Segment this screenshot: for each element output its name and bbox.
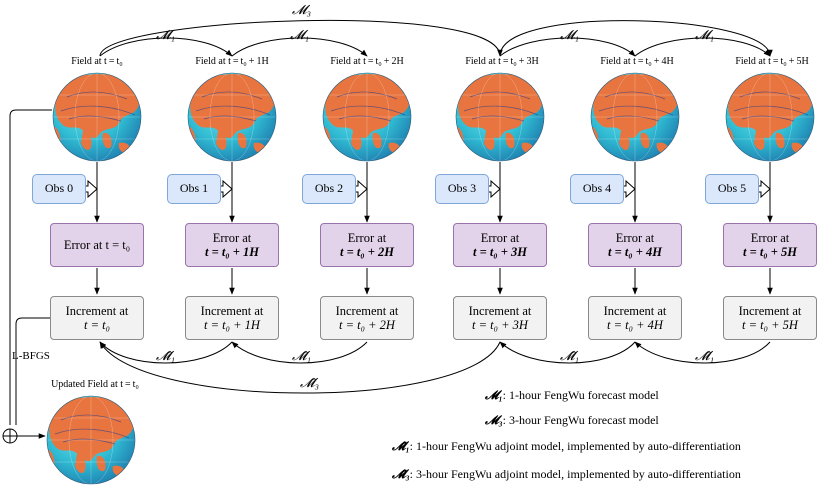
error-box-2-line1: Error at [347,230,387,245]
increment-box-5-line1: Increment at [738,303,802,318]
lbfgs-loop [2,109,52,444]
legend-symbol-m1: 𝓜₁ [485,388,503,402]
m1-adjoint-arrow-2-1 [231,341,368,364]
field-label-t1: Field at t = t₀ + 1H [195,56,269,67]
obs-box-4: Obs 4 [570,174,624,204]
error-box-3: Error at t = t₀ + 3H [453,223,547,267]
adjoint-arrows [99,341,771,394]
legend-text-m1: : 1-hour FengWu forecast model [502,388,659,402]
error-box-5-line2: t = t₀ + 5H [742,245,798,259]
m1-forward-label-4: 𝓜₁ [695,27,715,42]
error-box-3-line2: t = t₀ + 3H [472,245,528,259]
legend-row-m1: 𝓜₁: 1-hour FengWu forecast model [485,388,659,403]
field-label-t3: Field at t = t₀ + 3H [465,56,539,67]
vertical-arrows [94,162,773,295]
globe-field-t3 [454,73,544,161]
m3-adjoint-arrow-3-0 [99,341,501,394]
field-label-t4: Field at t = t₀ + 4H [600,56,674,67]
increment-box-3-line2: t = t₀ + 3H [472,318,528,332]
globe-field-t0 [51,73,141,161]
m1-adjoint-label-4: 𝓜̂₁ [695,348,715,363]
field-label-t5: Field at t = t₀ + 5H [735,56,809,67]
m1-adjoint-label-0: 𝓜̂₁ [156,348,176,363]
m1-forward-arrow-3-4 [499,37,636,57]
obs-box-0: Obs 0 [32,174,86,204]
error-box-1-line2: t = t₀ + 1H [204,245,260,259]
error-box-1: Error at t = t₀ + 1H [185,223,279,267]
increment-box-0: Increment at t = t₀ [50,296,144,340]
increment-box-2: Increment at t = t₀ + 2H [320,296,414,340]
m1-forward-arrow-0-1 [99,37,233,57]
increment-box-1-line2: t = t₀ + 1H [204,318,260,332]
error-box-4-line1: Error at [615,230,655,245]
field-label-t0: Field at t = t₀ [71,56,123,67]
increment-box-4-line2: t = t₀ + 4H [607,318,663,332]
obs-box-1: Obs 1 [167,174,221,204]
legend-text-m3: : 3-hour FengWu forecast model [502,413,659,427]
increment-box-1-line1: Increment at [200,303,264,318]
legend-text-m1-adjoint: : 1-hour FengWu adjoint model, implement… [409,439,741,453]
error-box-5-line1: Error at [750,230,790,245]
m1-forward-label-1: 𝓜₁ [290,27,310,42]
m1-adjoint-label-3: 𝓜̂₁ [560,348,580,363]
increment-box-1: Increment at t = t₀ + 1H [185,296,279,340]
legend-symbol-m3-adjoint: 𝓜̂₃ [392,467,410,481]
error-box-1-line1: Error at [212,230,252,245]
m3-forward-arrow-0-3 [99,19,503,57]
error-box-2: Error at t = t₀ + 2H [320,223,414,267]
globe-field-t5 [724,73,814,161]
increment-box-2-line2: t = t₀ + 2H [339,318,395,332]
increment-box-5-line2: t = t₀ + 5H [742,318,798,332]
m1-adjoint-label-1: 𝓜̂₁ [292,348,312,363]
m1-forward-label-0: 𝓜₁ [156,27,176,42]
globe-field-t2 [321,73,411,161]
m1-forward-arrow-4-5 [634,37,771,57]
m1-forward-arrow-1-2 [231,37,368,57]
increment-box-0-line1: Increment at [65,303,129,318]
m1-adjoint-arrow-1-0 [99,341,233,364]
increment-box-4-line1: Increment at [603,303,667,318]
obs-box-3: Obs 3 [435,174,489,204]
increment-box-2-line1: Increment at [335,303,399,318]
obs-box-5: Obs 5 [705,174,759,204]
increment-box-5: Increment at t = t₀ + 5H [723,296,817,340]
lbfgs-label: L-BFGS [12,350,50,362]
field-label-t2: Field at t = t₀ + 2H [330,56,404,67]
globe-field-t1 [186,73,276,161]
error-box-4: Error at t = t₀ + 4H [588,223,682,267]
error-box-3-line1: Error at [480,230,520,245]
globe-updated-field [45,396,135,484]
error-box-0: Error at t = t₀ [50,223,144,267]
error-box-4-line2: t = t₀ + 4H [607,245,663,259]
error-box-0-line1: Error at t = t₀ [63,237,131,252]
legend-row-m3: 𝓜₃: 3-hour FengWu forecast model [485,413,659,428]
increment-box-4: Increment at t = t₀ + 4H [588,296,682,340]
increment-box-0-line2: t = t₀ [84,318,110,332]
m3-forward-arrow-3-5 [499,20,773,57]
increment-box-3: Increment at t = t₀ + 3H [453,296,547,340]
legend-row-m3-adjoint: 𝓜̂₃: 3-hour FengWu adjoint model, implem… [392,467,741,482]
forward-arrows [99,19,773,57]
m1-adjoint-arrow-4-3 [499,341,636,364]
m3-forward-label: 𝓜₃ [292,2,312,17]
legend-text-m3-adjoint: : 3-hour FengWu adjoint model, implement… [409,467,741,481]
error-box-5: Error at t = t₀ + 5H [723,223,817,267]
error-box-2-line2: t = t₀ + 2H [339,245,395,259]
legend-row-m1-adjoint: 𝓜̂₁: 1-hour FengWu adjoint model, implem… [392,439,741,454]
obs-box-2: Obs 2 [302,174,356,204]
legend-symbol-m1-adjoint: 𝓜̂₁ [392,439,410,453]
m1-forward-label-3: 𝓜₁ [560,27,580,42]
m1-adjoint-arrow-5-4 [634,341,771,364]
updated-field-label: Updated Field at t = t₀ [51,379,139,390]
increment-box-3-line1: Increment at [468,303,532,318]
legend-symbol-m3: 𝓜₃ [485,413,503,427]
m3-adjoint-label: 𝓜̂₃ [300,375,320,390]
globe-field-t4 [589,73,679,161]
